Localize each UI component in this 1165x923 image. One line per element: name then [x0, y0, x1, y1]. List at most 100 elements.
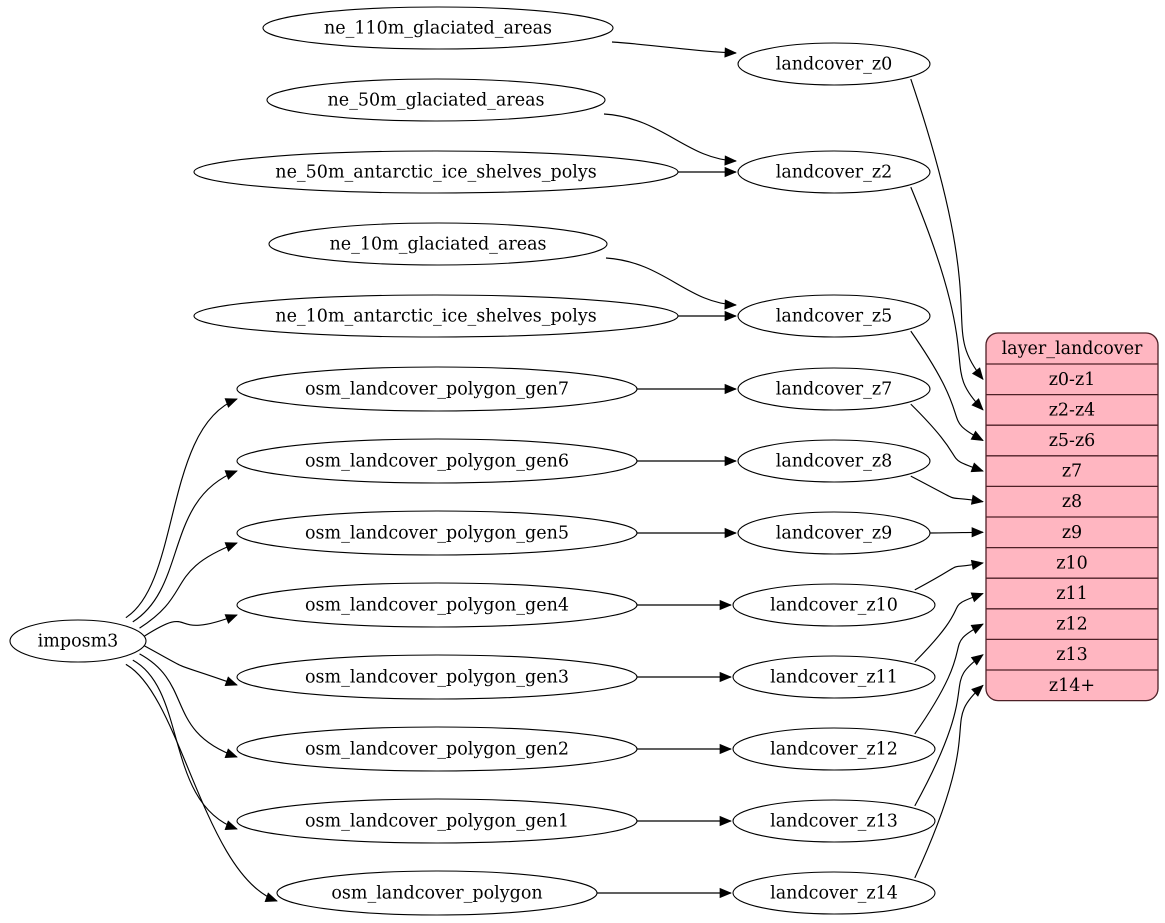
edge-imposm3-to-osm_landcover_polygon_gen2	[139, 653, 238, 758]
edge-arrowhead	[724, 310, 737, 322]
edge-arrowhead	[224, 748, 238, 759]
node-osm_landcover_polygon_gen2[interactable]: osm_landcover_polygon_gen2	[236, 726, 638, 772]
node-landcover_z7[interactable]: landcover_z7	[737, 367, 931, 411]
node-label-ne_110m_glaciated_areas: ne_110m_glaciated_areas	[324, 19, 552, 39]
edge-arrowhead	[719, 815, 732, 827]
edge-arrowhead	[971, 398, 984, 411]
layer-table-row-z0-z1[interactable]: z0-z1	[1049, 370, 1096, 390]
node-ellipse-osm_landcover_polygon_gen2	[236, 726, 638, 772]
edge-arrowhead	[224, 398, 238, 408]
node-label-landcover_z5: landcover_z5	[776, 307, 893, 327]
node-ellipse-ne_110m_glaciated_areas	[262, 6, 614, 50]
edge-landcover_z8-to-table-z8	[910, 475, 984, 503]
node-osm_landcover_polygon_gen6[interactable]: osm_landcover_polygon_gen6	[236, 438, 638, 484]
node-label-landcover_z9: landcover_z9	[776, 524, 893, 544]
node-label-osm_landcover_polygon_gen7: osm_landcover_polygon_gen7	[305, 380, 569, 400]
edge-imposm3-to-osm_landcover_polygon_gen5	[139, 542, 238, 629]
edge-arrowhead	[970, 559, 984, 570]
node-label-landcover_z14: landcover_z14	[770, 884, 898, 904]
edge-imposm3-to-osm_landcover_polygon_gen3	[143, 645, 238, 686]
node-ellipse-osm_landcover_polygon_gen7	[236, 366, 638, 412]
layer-table-row-z11[interactable]: z11	[1056, 584, 1088, 604]
node-label-landcover_z7: landcover_z7	[776, 380, 893, 400]
node-landcover_z5[interactable]: landcover_z5	[737, 294, 931, 338]
node-landcover_z12[interactable]: landcover_z12	[732, 727, 936, 771]
layer-table-row-z2-z4[interactable]: z2-z4	[1049, 400, 1096, 420]
layer-table-row-z14+[interactable]: z14+	[1049, 676, 1095, 696]
node-label-ne_10m_antarctic_ice_shelves_polys: ne_10m_antarctic_ice_shelves_polys	[275, 307, 596, 327]
layer-table-row-z5-z6[interactable]: z5-z6	[1049, 431, 1096, 451]
edge-arrowhead	[724, 383, 737, 395]
node-landcover_z10[interactable]: landcover_z10	[732, 583, 936, 627]
node-ellipse-ne_50m_glaciated_areas	[266, 78, 606, 122]
edge-ne_110m_glaciated_areas-to-landcover_z0	[611, 41, 737, 54]
edge-imposm3-to-osm_landcover_polygon_gen7	[125, 398, 238, 619]
node-ellipse-ne_10m_glaciated_areas	[268, 222, 608, 266]
layer-landcover-table: layer_landcover z0-z1 z2-z4 z5-z6 z7 z8 z9 z10 z…	[985, 332, 1159, 702]
edge-arrowhead	[264, 892, 278, 903]
node-ne_110m_glaciated_areas[interactable]: ne_110m_glaciated_areas	[262, 6, 614, 50]
node-ellipse-landcover_z14	[732, 871, 936, 915]
node-osm_landcover_polygon_gen1[interactable]: osm_landcover_polygon_gen1	[236, 798, 638, 844]
node-landcover_z13[interactable]: landcover_z13	[732, 799, 936, 843]
edge-landcover_z12-to-table-z12	[914, 623, 984, 735]
node-ne_50m_antarctic_ice_shelves_polys[interactable]: ne_50m_antarctic_ice_shelves_polys	[193, 150, 679, 194]
edge-arrowhead	[719, 743, 732, 755]
edge-landcover_z10-to-table-z10	[914, 562, 984, 591]
edge-arrowhead	[724, 455, 737, 467]
node-label-osm_landcover_polygon: osm_landcover_polygon	[331, 884, 542, 904]
node-ellipse-landcover_z0	[737, 42, 931, 86]
layer-table-row-z9[interactable]: z9	[1062, 523, 1082, 543]
layer-table-row-z7[interactable]: z7	[1062, 462, 1082, 482]
node-ellipse-landcover_z5	[737, 294, 931, 338]
edge-arrowhead	[719, 671, 732, 683]
node-landcover_z14[interactable]: landcover_z14	[732, 871, 936, 915]
node-label-landcover_z2: landcover_z2	[776, 163, 893, 183]
node-ellipse-imposm3	[9, 619, 147, 663]
edge-arrowhead	[224, 614, 238, 624]
layer-table-row-z10[interactable]: z10	[1056, 553, 1088, 573]
edge-arrowhead	[224, 820, 238, 831]
node-ne_50m_glaciated_areas[interactable]: ne_50m_glaciated_areas	[266, 78, 606, 122]
layer-table-row-z8[interactable]: z8	[1062, 492, 1082, 512]
edge-arrowhead	[724, 47, 737, 58]
node-imposm3[interactable]: imposm3	[9, 619, 147, 663]
node-ellipse-landcover_z2	[737, 150, 931, 194]
node-label-osm_landcover_polygon_gen1: osm_landcover_polygon_gen1	[305, 812, 569, 832]
edge-imposm3-to-osm_landcover_polygon_gen6	[132, 470, 238, 623]
node-landcover_z9[interactable]: landcover_z9	[737, 511, 931, 555]
node-osm_landcover_polygon_gen5[interactable]: osm_landcover_polygon_gen5	[236, 510, 638, 556]
node-osm_landcover_polygon_gen3[interactable]: osm_landcover_polygon_gen3	[236, 654, 638, 700]
node-landcover_z2[interactable]: landcover_z2	[737, 150, 931, 194]
node-ellipse-landcover_z12	[732, 727, 936, 771]
node-landcover_z8[interactable]: landcover_z8	[737, 439, 931, 483]
edge-landcover_z13-to-table-z13	[914, 654, 984, 807]
node-label-ne_50m_glaciated_areas: ne_50m_glaciated_areas	[328, 91, 545, 111]
layer-table-row-z12[interactable]: z12	[1056, 615, 1088, 635]
node-osm_landcover_polygon_gen4[interactable]: osm_landcover_polygon_gen4	[236, 582, 638, 628]
edge-arrowhead	[971, 367, 984, 381]
node-landcover_z0[interactable]: landcover_z0	[737, 42, 931, 86]
node-ellipse-landcover_z7	[737, 367, 931, 411]
node-ne_10m_antarctic_ice_shelves_polys[interactable]: ne_10m_antarctic_ice_shelves_polys	[193, 294, 679, 338]
edge-arrowhead	[724, 155, 737, 166]
node-ellipse-osm_landcover_polygon_gen6	[236, 438, 638, 484]
node-label-osm_landcover_polygon_gen2: osm_landcover_polygon_gen2	[305, 740, 569, 760]
node-osm_landcover_polygon[interactable]: osm_landcover_polygon	[276, 870, 598, 916]
node-ellipse-osm_landcover_polygon_gen3	[236, 654, 638, 700]
edge-arrowhead	[970, 654, 984, 666]
node-ne_10m_glaciated_areas[interactable]: ne_10m_glaciated_areas	[268, 222, 608, 266]
layer-table-row-z13[interactable]: z13	[1056, 645, 1088, 665]
layer-table-header: layer_landcover	[1002, 339, 1143, 359]
edge-arrowhead	[971, 684, 984, 697]
node-ellipse-landcover_z10	[732, 583, 936, 627]
node-label-landcover_z8: landcover_z8	[776, 452, 893, 472]
edge-landcover_z14-to-table-z14+	[914, 684, 984, 879]
node-landcover_z11[interactable]: landcover_z11	[732, 655, 936, 699]
edge-arrowhead	[970, 494, 984, 505]
node-osm_landcover_polygon_gen7[interactable]: osm_landcover_polygon_gen7	[236, 366, 638, 412]
node-label-landcover_z10: landcover_z10	[770, 596, 898, 616]
edge-arrowhead	[724, 527, 737, 539]
node-ellipse-osm_landcover_polygon_gen1	[236, 798, 638, 844]
edge-arrowhead	[224, 470, 238, 480]
